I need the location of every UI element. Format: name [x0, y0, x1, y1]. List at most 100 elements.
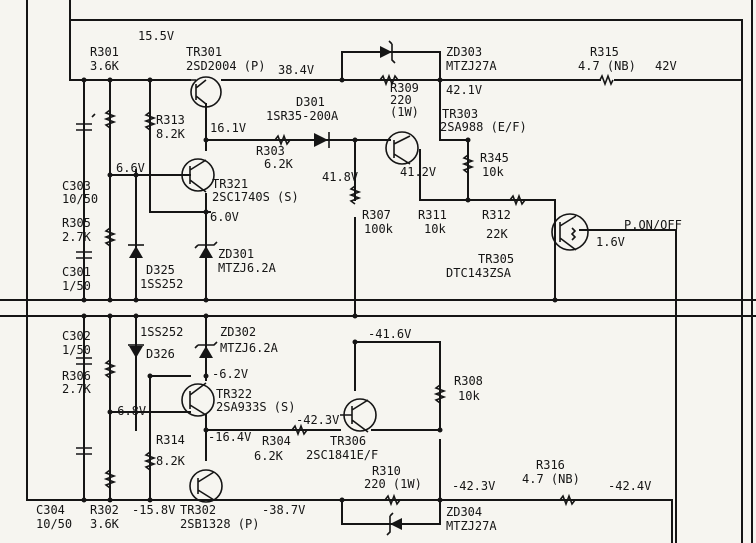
label-zd304: ZD304: [446, 505, 482, 519]
label-tr301: TR301: [186, 45, 222, 59]
voltage-6-6v: 6.6V: [116, 161, 145, 175]
diode-d326: [128, 344, 144, 358]
zener-zd302: [194, 341, 218, 358]
voltage-neg-42-3v-b: -42.3V: [452, 479, 495, 493]
label-r302-value: 3.6K: [90, 517, 120, 531]
zener-zd304: [386, 512, 402, 536]
label-tr305-part: DTC143ZSA: [446, 266, 512, 280]
resistor-r310: [384, 493, 401, 507]
label-r310: R310: [372, 464, 401, 478]
junctions: [81, 77, 558, 503]
voltage-neg-42-3v-a: -42.3V: [296, 413, 339, 427]
label-d325: D325: [146, 263, 175, 277]
label-r314-value: 8.2K: [156, 454, 186, 468]
resistor-r303: [274, 133, 291, 147]
label-r312: R312: [482, 208, 511, 222]
resistor-r309: [379, 73, 399, 87]
label-tr322: TR322: [216, 387, 252, 401]
label-tr303-part: 2SA988 (E/F): [440, 120, 527, 134]
label-r301-value: 3.6K: [90, 59, 120, 73]
voltage-15-5v: 15.5V: [138, 29, 174, 43]
label-c302: C302: [62, 329, 91, 343]
label-d301: D301: [296, 95, 325, 109]
voltage-41-8v: 41.8V: [322, 170, 358, 184]
label-r305: R305: [62, 216, 91, 230]
label-r309-watt: (1W): [390, 105, 419, 119]
label-tr306-part: 2SC1841E/F: [306, 448, 378, 462]
voltage-1-6v: 1.6V: [596, 235, 625, 249]
transistor-tr303: [385, 131, 419, 165]
label-d326: D326: [146, 347, 175, 361]
label-r302: R302: [90, 503, 119, 517]
label-c304: C304: [36, 503, 65, 517]
label-r301: R301: [90, 45, 119, 59]
resistor-r302: [103, 469, 117, 489]
label-d326-part: 1SS252: [140, 325, 183, 339]
label-r306-value: 2.7K: [62, 382, 92, 396]
capacitor-c301: [76, 251, 92, 259]
resistor-r305: [103, 227, 117, 247]
diode-d301: [314, 132, 330, 148]
resistor-r304: [291, 423, 308, 437]
label-r304-value: 6.2K: [254, 449, 284, 463]
label-tr321-part: 2SC1740S (S): [212, 190, 299, 204]
label-zd301: ZD301: [218, 247, 254, 261]
label-r313-value: 8.2K: [156, 127, 186, 141]
label-r309-value: 220: [390, 93, 412, 107]
label-r303: R303: [256, 144, 285, 158]
capacitor-c302: [76, 357, 92, 365]
label-r308-value: 10k: [458, 389, 480, 403]
voltage-16-1v: 16.1V: [210, 121, 246, 135]
resistor-r301: [103, 109, 117, 129]
label-c302-value: 1/50: [62, 343, 91, 357]
label-r311: R311: [418, 208, 447, 222]
label-zd304-part: MTZJ27A: [446, 519, 497, 533]
label-tr305: TR305: [478, 252, 514, 266]
zener-zd303: [380, 40, 396, 64]
label-r345-value: 10k: [482, 165, 504, 179]
label-r309: R309: [390, 81, 419, 95]
voltage-neg-42-4v: -42.4V: [608, 479, 651, 493]
capacitor-c303: [76, 113, 96, 131]
label-r314: R314: [156, 433, 185, 447]
resistor-r314: [143, 451, 157, 471]
resistor-r306: [103, 359, 117, 379]
voltage-42v: 42V: [655, 59, 677, 73]
label-d301-part: 1SR35-200A: [266, 109, 339, 123]
transistor-tr321: [181, 158, 215, 193]
label-r315-value: 4.7 (NB): [578, 59, 636, 73]
resistor-r313: [143, 111, 157, 131]
transistor-tr322: [181, 382, 215, 417]
label-tr303: TR303: [442, 107, 478, 121]
voltage-neg-6-8v: -6.8V: [110, 404, 146, 418]
label-r345: R345: [480, 151, 509, 165]
label-c304-value: 10/50: [36, 517, 72, 531]
voltage-neg-41-6v: -41.6V: [368, 327, 411, 341]
voltage-neg-6-2v: -6.2V: [212, 367, 248, 381]
label-r315: R315: [590, 45, 619, 59]
label-r312-value: 22K: [486, 227, 508, 241]
label-zd303-part: MTZJ27A: [446, 59, 497, 73]
voltage-neg-38-7v: -38.7V: [262, 503, 305, 517]
label-tr322-part: 2SA933S (S): [216, 400, 295, 414]
resistors: [103, 73, 614, 507]
voltage-38-4v: 38.4V: [278, 63, 314, 77]
label-c303: C303: [62, 179, 91, 193]
label-r303-value: 6.2K: [264, 157, 294, 171]
label-r316: R316: [536, 458, 565, 472]
label-r305-value: 2.7K: [62, 230, 92, 244]
label-r316-value: 4.7 (NB): [522, 472, 580, 486]
transistors: [181, 76, 589, 503]
label-r307-value: 100k: [364, 222, 394, 236]
label-tr302: TR302: [180, 503, 216, 517]
voltage-6-0v: 6.0V: [210, 210, 239, 224]
resistor-r315: [599, 73, 614, 87]
label-r308: R308: [454, 374, 483, 388]
label-c301: C301: [62, 265, 91, 279]
label-tr306: TR306: [330, 434, 366, 448]
label-r313: R313: [156, 113, 185, 127]
labels: 15.5V R301 3.6K TR301 2SD2004 (P) 38.4V …: [36, 29, 682, 533]
transistor-tr306: [340, 398, 377, 433]
label-zd303: ZD303: [446, 45, 482, 59]
